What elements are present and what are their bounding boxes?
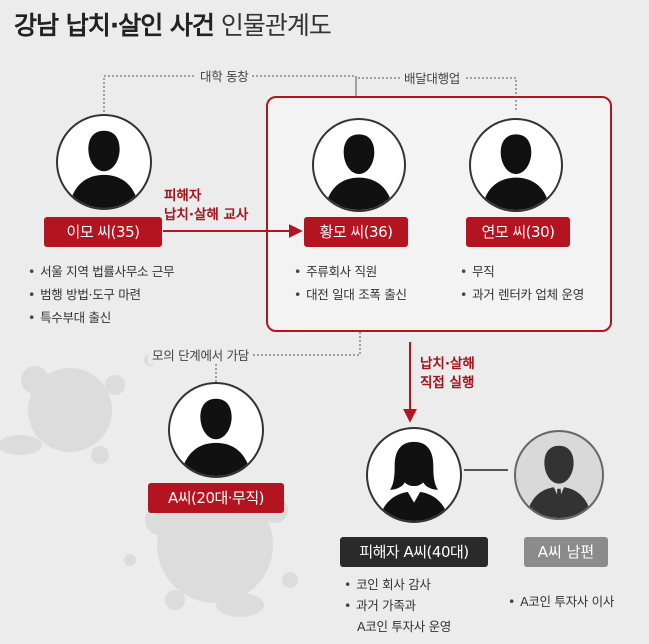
instigate-text-1: 피해자 xyxy=(164,188,202,204)
list-item: 무직 xyxy=(460,260,584,283)
lee-avatar-icon xyxy=(56,114,152,210)
list-item: 과거 가족과 xyxy=(344,595,451,616)
list-item: 특수부대 출신 xyxy=(28,306,174,329)
husband-bullets: A코인 투자사 이사 xyxy=(508,590,614,613)
list-item: 주류회사 직원 xyxy=(294,260,407,283)
execute-text-2: 직접 실행 xyxy=(420,375,475,391)
lee-label: 이모 씨(35) xyxy=(44,217,162,247)
page-title: 강남 납치·살인 사건 인물관계도 xyxy=(14,6,332,42)
a-avatar-icon xyxy=(168,382,264,478)
victim-bullets: 코인 회사 감사 과거 가족과 A코인 투자사 운영 xyxy=(344,574,451,637)
list-item: A코인 투자사 운영 xyxy=(357,619,451,634)
title-main: 강남 납치·살인 사건 xyxy=(14,11,215,40)
yeon-bullets: 무직 과거 렌터카 업체 운영 xyxy=(460,260,584,306)
title-sub: 인물관계도 xyxy=(220,11,332,40)
yeon-label: 연모 씨(30) xyxy=(466,217,570,247)
list-item: 서울 지역 법률사무소 근무 xyxy=(28,260,175,283)
lee-bullets: 서울 지역 법률사무소 근무 범행 방법·도구 마련 특수부대 출신 xyxy=(28,260,175,329)
hwang-avatar-icon xyxy=(312,118,406,212)
victim-avatar-icon xyxy=(366,427,462,523)
instigate-text: 피해자 납치·살해 교사 xyxy=(164,187,248,225)
college-label: 대학 동창 xyxy=(196,66,253,85)
list-item: 코인 회사 감사 xyxy=(344,574,451,595)
execute-text-1: 납치·살해 xyxy=(420,356,475,372)
hwang-label: 황모 씨(36) xyxy=(304,217,408,247)
execute-text: 납치·살해 직접 실행 xyxy=(420,355,475,393)
conspiracy-line xyxy=(215,332,361,382)
husband-label: A씨 남편 xyxy=(524,537,608,567)
delivery-label: 배달대행업 xyxy=(400,68,465,87)
list-item: 과거 렌터카 업체 운영 xyxy=(460,283,584,306)
a-label: A씨(20대·무직) xyxy=(148,483,284,513)
conspiracy-label: 모의 단계에서 가담 xyxy=(148,345,253,364)
yeon-avatar-icon xyxy=(469,118,563,212)
victim-label: 피해자 A씨(40대) xyxy=(340,537,488,567)
hwang-bullets: 주류회사 직원 대전 일대 조폭 출신 xyxy=(294,260,407,306)
instigate-text-2: 납치·살해 교사 xyxy=(164,207,249,223)
list-item: A코인 투자사 이사 xyxy=(508,590,614,613)
list-item: 대전 일대 조폭 출신 xyxy=(294,283,407,306)
husband-avatar-icon xyxy=(514,430,604,520)
list-item: 범행 방법·도구 마련 xyxy=(28,283,174,306)
